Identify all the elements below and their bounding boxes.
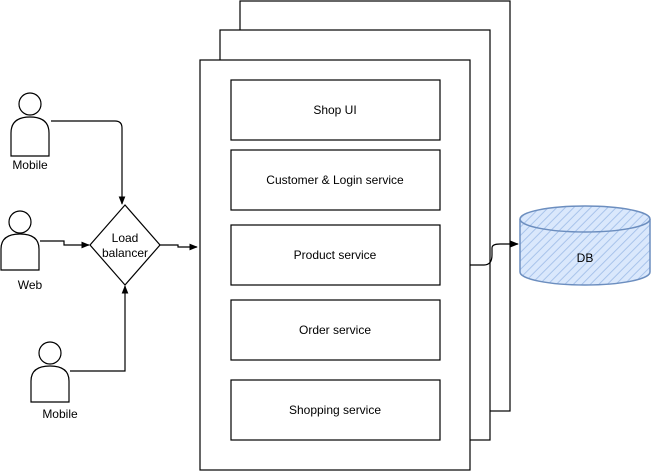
service-label: Shopping service (289, 403, 381, 417)
connector-lb-to-services (160, 243, 198, 251)
service-customer-login: Customer & Login service (230, 149, 441, 211)
service-order: Order service (230, 299, 441, 361)
user-icon-web: Web (0, 210, 43, 292)
connector-mobile-bottom-to-lb (70, 285, 129, 372)
connector-services-to-db (470, 240, 519, 266)
service-product: Product service (230, 224, 441, 286)
database-label: DB (577, 251, 594, 265)
connector-web-to-lb (40, 240, 90, 249)
service-shopping: Shopping service (230, 379, 441, 441)
load-balancer-label-line1: Load (112, 231, 139, 245)
connector-mobile-top-to-lb (51, 120, 126, 205)
actor-label-mobile-bottom: Mobile (42, 407, 78, 421)
user-icon-mobile-bottom: Mobile (30, 341, 78, 421)
actor-label-mobile-top: Mobile (12, 158, 48, 172)
load-balancer: Load balancer (89, 204, 161, 286)
database-cylinder: DB (519, 205, 651, 286)
service-label: Customer & Login service (266, 173, 404, 187)
actor-label-web: Web (18, 278, 43, 292)
service-shop-ui: Shop UI (230, 79, 441, 141)
service-label: Product service (294, 248, 377, 262)
load-balancer-label-line2: balancer (102, 246, 148, 260)
user-icon-mobile-top: Mobile (10, 92, 50, 172)
service-label: Order service (299, 323, 371, 337)
service-label: Shop UI (313, 103, 356, 117)
